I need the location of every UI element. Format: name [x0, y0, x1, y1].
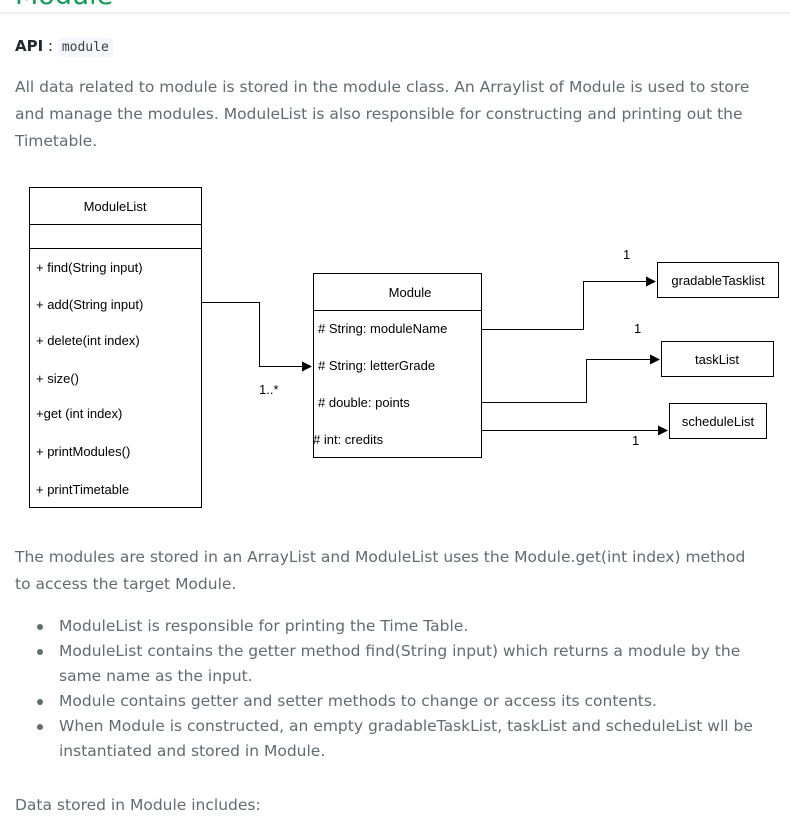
api-label: API	[15, 37, 44, 55]
bullet-item: ModuleList contains the getter method fi…	[15, 639, 790, 689]
multiplicity-label: 1	[634, 321, 641, 336]
intro-line: All data related to module is stored in …	[15, 78, 750, 96]
uml-class-diagram: ModuleList + find(String input) + add(St…	[29, 187, 779, 508]
modulelist-method: + add(String input)	[36, 297, 143, 312]
module-field: # int: credits	[313, 432, 384, 447]
footer-line: Data stored in Module includes:	[15, 796, 261, 814]
bullet-line: Module contains getter and setter method…	[59, 692, 657, 710]
modulelist-method: + find(String input)	[36, 260, 143, 275]
modulelist-method: + size()	[36, 371, 79, 386]
intro-paragraph: All data related to module is stored in …	[15, 74, 749, 155]
bullet-item: ModuleList is responsible for printing t…	[15, 614, 790, 639]
modulelist-method: + delete(int index)	[36, 333, 140, 348]
bullet-line: ModuleList is responsible for printing t…	[59, 617, 469, 635]
module-field: # String: letterGrade	[318, 358, 435, 373]
bullet-item: When Module is constructed, an empty gra…	[15, 714, 790, 764]
footer-paragraph: Data stored in Module includes:	[15, 792, 261, 819]
module-title: Module	[389, 285, 432, 300]
association-modulelist-module: 1..*	[201, 302, 312, 397]
heading-area: Module	[0, 0, 790, 13]
target-label: taskList	[695, 352, 739, 367]
after-line: The modules are stored in an ArrayList a…	[15, 548, 746, 566]
after-diagram-paragraph: The modules are stored in an ArrayList a…	[15, 544, 745, 598]
modulelist-method: + printModules()	[36, 444, 130, 459]
bullet-line: When Module is constructed, an empty gra…	[59, 717, 753, 735]
bullet-item: Module contains getter and setter method…	[15, 689, 790, 714]
module-class-box: Module # String: moduleName # String: le…	[313, 273, 482, 458]
modulelist-method: +get (int index)	[36, 406, 122, 421]
modulelist-title: ModuleList	[84, 199, 147, 214]
bullet-line: ModuleList contains the getter method fi…	[59, 642, 741, 660]
after-line: to access the target Module.	[15, 575, 237, 593]
target-label: scheduleList	[682, 414, 755, 429]
modulelist-class-box: ModuleList + find(String input) + add(St…	[29, 187, 202, 508]
api-separator: :	[47, 37, 54, 55]
modulelist-method: + printTimetable	[36, 482, 129, 497]
multiplicity-label: 1	[623, 247, 630, 262]
gradabletasklist-class-box: gradableTasklist 1	[481, 247, 779, 330]
intro-line: and manage the modules. ModuleList is al…	[15, 105, 743, 123]
schedulelist-class-box: scheduleList 1	[481, 403, 767, 448]
bullet-list: ModuleList is responsible for printing t…	[15, 614, 790, 764]
bullet-line: same name as the input.	[59, 667, 253, 685]
tasklist-class-box: taskList 1	[481, 321, 774, 403]
intro-line: Timetable.	[15, 132, 98, 150]
api-code: module	[57, 38, 113, 57]
target-label: gradableTasklist	[671, 273, 765, 288]
multiplicity-label: 1..*	[259, 382, 279, 397]
multiplicity-label: 1	[632, 433, 639, 448]
module-field: # String: moduleName	[318, 321, 447, 336]
bullet-line: instantiated and stored in Module.	[59, 742, 326, 760]
api-line: API : module	[15, 36, 113, 58]
module-field: # double: points	[318, 395, 410, 410]
section-heading: Module	[15, 0, 113, 12]
